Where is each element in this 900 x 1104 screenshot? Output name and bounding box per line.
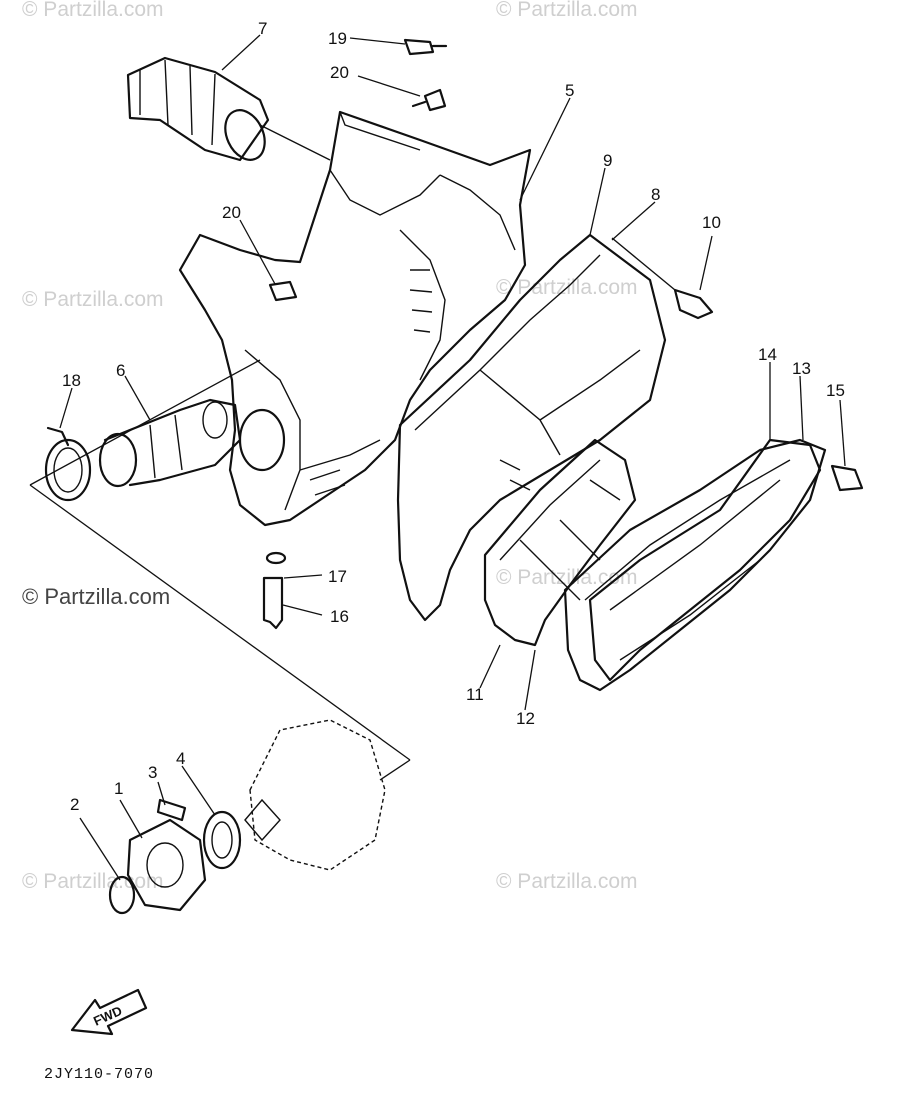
callout-19: 19 xyxy=(328,29,347,48)
part-air-box-housing xyxy=(178,110,532,527)
drawing-code: 2JY110-7070 xyxy=(44,1066,154,1083)
callout-11: 11 xyxy=(466,685,484,704)
callout-18: 18 xyxy=(62,371,81,390)
engine-outline xyxy=(244,719,386,871)
watermark-top-right: © Partzilla.com xyxy=(496,0,638,21)
watermark-mid-left: © Partzilla.com xyxy=(22,288,164,311)
part-carb-joint xyxy=(108,798,242,915)
part-drain-plug xyxy=(262,551,287,630)
part-element-seal xyxy=(563,438,827,692)
callout-12: 12 xyxy=(516,709,535,728)
part-clamp-18 xyxy=(44,426,92,502)
callout-13: 13 xyxy=(792,359,811,378)
callout-20-mid: 20 xyxy=(222,203,241,222)
callout-8: 8 xyxy=(651,185,660,204)
watermark-center-left: © Partzilla.com xyxy=(22,584,170,609)
callout-20-top: 20 xyxy=(330,63,349,82)
callout-2: 2 xyxy=(70,795,79,814)
watermark-bottom-right: © Partzilla.com xyxy=(496,870,638,893)
forward-direction-arrow: FWD xyxy=(70,988,148,1036)
part-air-joint xyxy=(98,398,242,488)
callout-16: 16 xyxy=(330,607,349,626)
callout-17: 17 xyxy=(328,567,347,586)
part-case-cap xyxy=(396,233,667,622)
callout-5: 5 xyxy=(565,81,574,100)
part-intake-duct xyxy=(126,56,331,162)
callout-14: 14 xyxy=(758,345,777,364)
callout-9: 9 xyxy=(603,151,612,170)
leader-lines xyxy=(29,34,846,881)
callout-15: 15 xyxy=(826,381,845,400)
watermark-group: © Partzilla.com © Partzilla.com © Partzi… xyxy=(22,0,638,893)
part-screw-15 xyxy=(830,464,864,492)
callout-4: 4 xyxy=(176,749,185,768)
watermark-bottom-left: © Partzilla.com xyxy=(22,870,164,893)
fwd-label: FWD xyxy=(91,1003,124,1029)
callout-3: 3 xyxy=(148,763,157,782)
callout-7: 7 xyxy=(258,19,267,38)
part-bolts-top xyxy=(268,38,448,302)
part-element-frame xyxy=(483,438,637,647)
callout-1: 1 xyxy=(114,779,123,798)
callout-labels: 7 19 20 5 9 8 10 20 6 18 14 13 15 17 16 … xyxy=(62,19,845,814)
callout-10: 10 xyxy=(702,213,721,232)
watermark-top-left: © Partzilla.com xyxy=(22,0,164,21)
callout-6: 6 xyxy=(116,361,125,380)
watermark-center-right: © Partzilla.com xyxy=(496,566,638,589)
part-air-filter-cover xyxy=(588,438,822,682)
part-screw-10 xyxy=(611,237,714,320)
